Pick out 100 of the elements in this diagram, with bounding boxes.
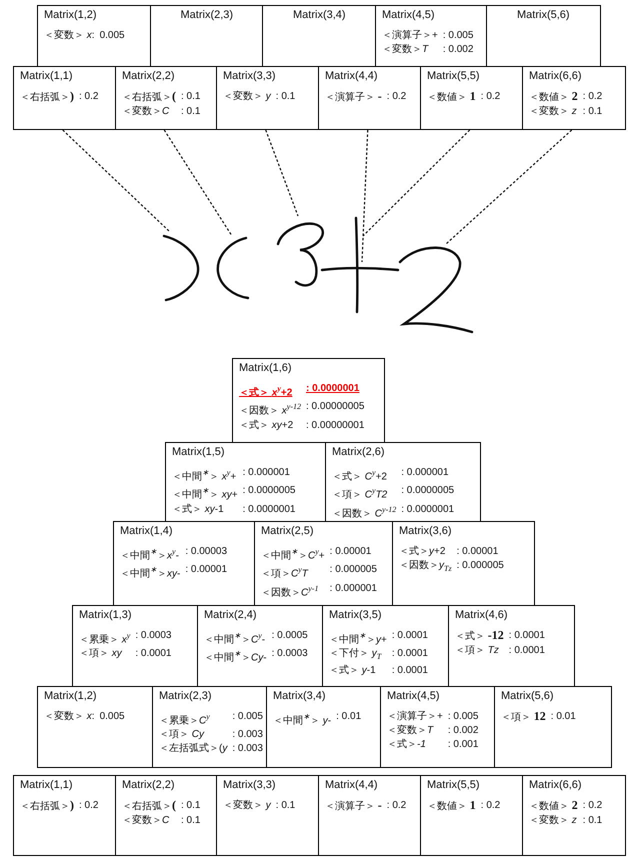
score-value: : 0.002 <box>448 724 478 737</box>
score-value: 0.005 <box>100 29 125 42</box>
term-label: ＜式＞ xy-1 <box>172 502 225 516</box>
score-value: : 0.0003 <box>135 629 172 643</box>
score-value: : 0.1 <box>276 90 296 103</box>
matrix-box <box>494 686 612 768</box>
matrix-box <box>150 5 264 67</box>
score-value: : 0.2 <box>79 90 98 104</box>
term-label: ＜数値＞ 2 <box>529 90 578 104</box>
score-value: : 0.2 <box>582 90 602 104</box>
score-value: : 0.01 <box>550 710 576 724</box>
term-label: ＜中間$^{∗}$＞ x$^{y}$+ <box>172 467 238 484</box>
score-value: : 0.0003 <box>272 647 308 662</box>
matrix-label: Matrix(4,4) <box>325 70 379 82</box>
leader-line <box>446 130 572 244</box>
term-label: ＜因数＞ C$^{y-12}$ <box>332 504 396 520</box>
score-value: : 0.000001 <box>401 466 450 480</box>
matrix-label: Matrix(2,2) <box>122 70 176 82</box>
score-value: : 0.001 <box>448 738 478 751</box>
matrix-label: Matrix(1,6) <box>239 362 293 374</box>
term-label: ＜演算子＞ - <box>325 799 382 813</box>
matrix-box <box>318 66 422 130</box>
matrix-box <box>115 66 218 130</box>
score-value: : 0.005 <box>442 29 474 42</box>
matrix-label: Matrix(4,4) <box>325 779 379 791</box>
term-label: ＜項＞C$^{y}$T <box>261 564 310 581</box>
score-value: : 0.000001 <box>242 466 291 480</box>
term-label: ＜左括弧式＞(y <box>159 742 228 756</box>
matrix-label: Matrix(5,6) <box>501 690 555 702</box>
term-label: ＜項＞ C$^{y}$T2 <box>332 485 388 502</box>
matrix-box <box>522 775 626 856</box>
score-value: : 0.2 <box>480 90 500 104</box>
term-label: ＜演算子＞+ <box>382 29 438 42</box>
matrix-label: Matrix(2,3) <box>159 690 213 702</box>
matrix-box <box>380 686 496 768</box>
matrix-box <box>262 5 377 67</box>
term-label: ＜因数＞C$^{y-1}$ <box>261 582 320 599</box>
score-value: : 0.0001 <box>508 629 545 643</box>
matrix-box <box>216 775 320 856</box>
matrix-label: Matrix(1,1) <box>20 70 74 82</box>
score-value: : 0.0000005 <box>401 484 454 498</box>
matrix-label: Matrix(1,2) <box>44 9 98 21</box>
term-label: ＜累乗＞C$^{y}$ <box>159 711 211 728</box>
term-label: ＜式＞ C$^{y}$+2 <box>332 467 388 484</box>
score-value: : 0.2 <box>480 799 500 813</box>
term-label: ＜因数＞y$_{Tz}$ <box>399 559 452 575</box>
matrix-label: Matrix(1,5) <box>172 446 226 458</box>
term-label: ＜数値＞ 1 <box>427 799 476 813</box>
leader-line <box>362 130 470 236</box>
matrix-label: Matrix(2,6) <box>332 446 386 458</box>
matrix-label: Matrix(2,3) <box>180 9 234 21</box>
matrix-label: Matrix(5,6) <box>516 9 571 21</box>
term-label: ＜項＞ Tz <box>455 644 500 657</box>
matrix-label: Matrix(4,5) <box>382 9 436 21</box>
matrix-box <box>37 686 154 768</box>
matrix-label: Matrix(4,5) <box>387 690 441 702</box>
matrix-box <box>232 358 385 443</box>
term-label: ＜変数＞C <box>122 814 170 827</box>
term-label: ＜項＞ 12 <box>501 710 546 724</box>
score-value: 0.005 <box>100 710 125 723</box>
term-label: ＜変数＞ x: <box>44 29 95 42</box>
term-label: ＜項＞ Cy <box>159 728 206 742</box>
matrix-box <box>13 775 117 856</box>
score-value: : 0.0000005 <box>242 484 296 498</box>
score-value: : 0.003 <box>232 728 263 742</box>
matrix-label: Matrix(4,6) <box>455 609 509 621</box>
matrix-label: Matrix(2,2) <box>122 779 176 791</box>
score-value: : 0.1 <box>181 799 200 813</box>
matrix-label: Matrix(5,5) <box>427 779 481 791</box>
score-value: : 0.00003 <box>185 545 228 559</box>
matrix-label: Matrix(5,5) <box>427 70 481 82</box>
score-value: : 0.2 <box>386 799 406 813</box>
score-value: : 0.002 <box>442 43 474 56</box>
leader-line <box>361 130 368 262</box>
score-value: : 0.1 <box>582 105 602 118</box>
score-value: : 0.2 <box>386 90 406 104</box>
score-value: : 0.0001 <box>392 647 428 662</box>
matrix-box <box>486 5 601 67</box>
term-label: ＜中間$^{∗}$＞xy- <box>120 564 180 581</box>
leader-line <box>265 130 299 216</box>
matrix-box <box>266 686 382 768</box>
score-value: : 0.0001 <box>392 629 428 643</box>
matrix-box <box>522 66 626 130</box>
score-value: : 0.00001 <box>456 545 500 558</box>
term-label: ＜変数＞ y <box>223 799 271 812</box>
matrix-label: Matrix(3,5) <box>329 609 383 621</box>
score-value: : 0.1 <box>276 799 296 812</box>
term-label: ＜数値＞ 1 <box>427 90 476 104</box>
matrix-label: Matrix(3,3) <box>223 779 277 791</box>
term-label: ＜中間$^{∗}$＞Cy- <box>204 648 267 665</box>
matrix-box <box>152 686 268 768</box>
term-label: ＜因数＞ x$^{y-12}$ <box>239 401 301 418</box>
score-value: : 0.1 <box>181 814 200 827</box>
term-label: ＜累乗＞ x$^{y}$ <box>79 630 130 646</box>
term-label: ＜右括弧＞) <box>20 799 74 813</box>
term-label: ＜式＞ y-1 <box>329 664 377 678</box>
term-label: ＜式＞y+2 <box>399 545 446 558</box>
term-label: ＜項＞ xy <box>79 647 124 660</box>
term-label: ＜変数＞T <box>382 43 430 56</box>
term-label: ＜変数＞ x: <box>44 710 95 723</box>
